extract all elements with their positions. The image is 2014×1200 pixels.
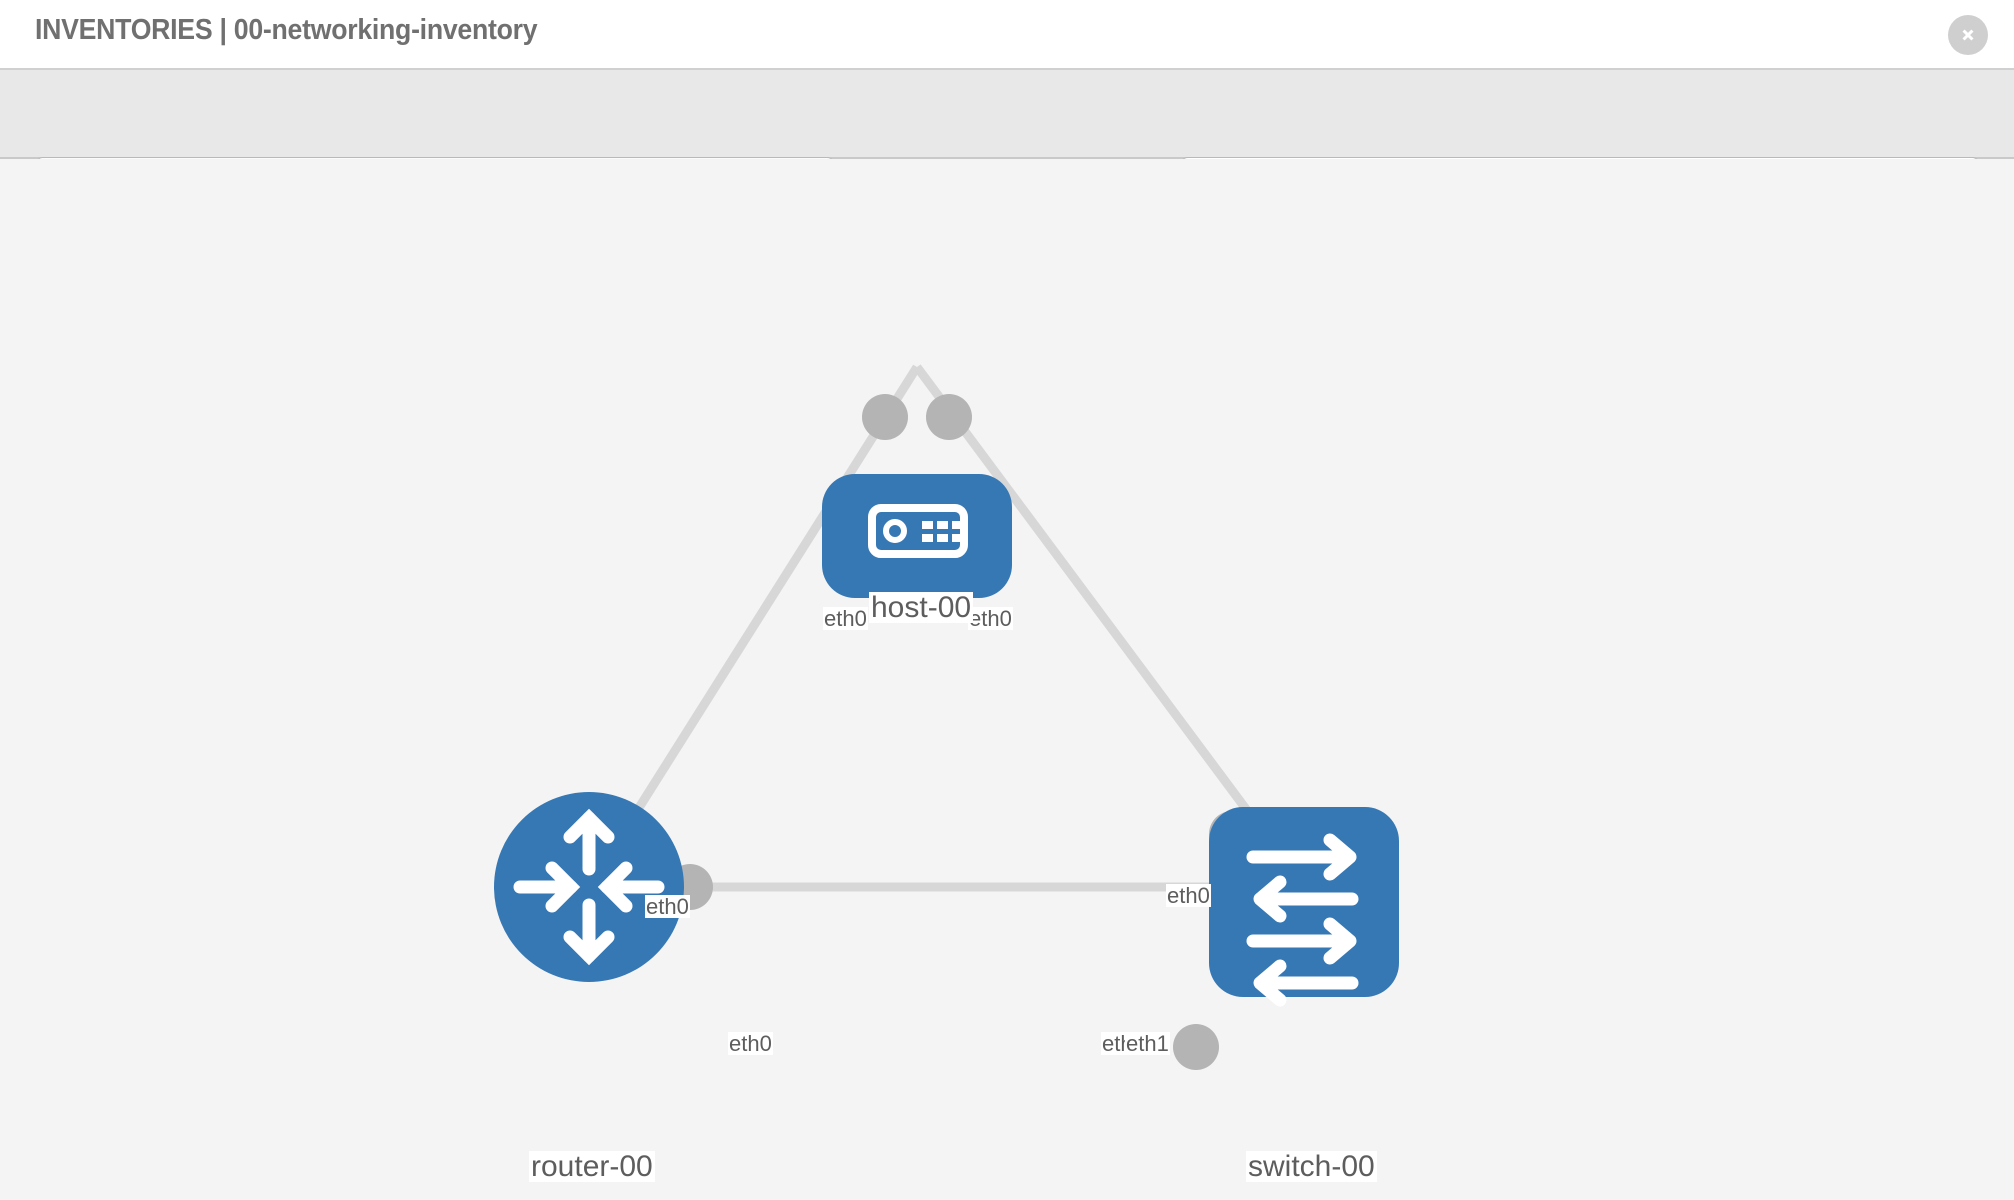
node-label-switch-00: switch-00	[1246, 1150, 1377, 1183]
if-label-host-left: eth0	[823, 606, 868, 631]
if-label-router-up: eth0	[645, 894, 690, 919]
connector-switch-left2	[1173, 1024, 1219, 1070]
topology-canvas[interactable]: eth0 eth0 eth0 eth0 eth0 eth0 eth1 host-…	[0, 159, 2014, 1200]
if-label-switch-left: eth1	[1125, 1031, 1170, 1056]
page-header: INVENTORIES | 00-networking-inventory	[0, 0, 2014, 70]
if-label-host-right: eth0	[968, 606, 1013, 631]
close-button[interactable]	[1948, 15, 1988, 55]
connector-host-right	[926, 394, 972, 440]
host-device-icon	[868, 504, 968, 558]
toolbar: ACTIONS SEARCH	[0, 70, 2014, 210]
node-router-00[interactable]	[494, 792, 684, 982]
page-title: INVENTORIES | 00-networking-inventory	[35, 14, 538, 46]
link-host-switch	[913, 364, 1308, 890]
link-host-router	[585, 364, 921, 890]
close-icon	[1957, 24, 1979, 46]
connector-host-left	[862, 394, 908, 440]
topology-graph	[494, 364, 1399, 1070]
topology-links	[585, 364, 1308, 892]
if-label-switch-up: eth0	[1166, 883, 1211, 908]
node-host-00[interactable]	[822, 474, 1012, 598]
router-arrows-icon	[513, 808, 665, 966]
node-switch-00[interactable]	[1209, 807, 1399, 1007]
switch-arrows-icon	[1246, 833, 1359, 1007]
node-label-host-00: host-00	[869, 591, 974, 624]
if-label-router-right: eth0	[728, 1031, 773, 1056]
node-label-router-00: router-00	[529, 1150, 655, 1183]
